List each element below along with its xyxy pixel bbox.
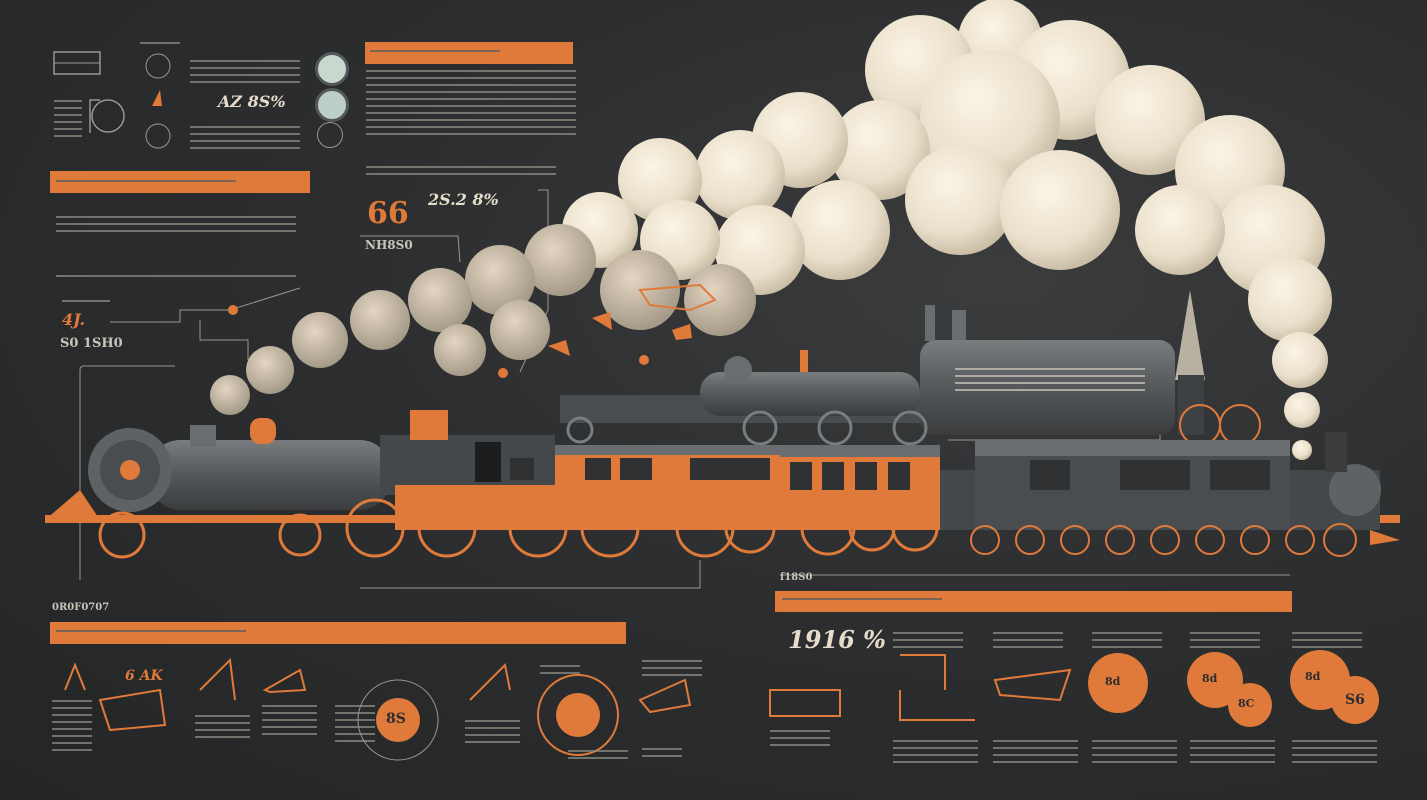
bottom-left-caption: 0R0F0707 <box>52 602 110 613</box>
top-left-icons <box>53 51 171 149</box>
body-text-block <box>366 70 576 140</box>
top-left-number: AZ 8S% <box>218 92 286 111</box>
gauge-icon <box>315 88 349 122</box>
right-header: f18S0 <box>780 572 813 583</box>
floating-orange-icons <box>228 283 717 378</box>
gauge-icon <box>317 122 343 148</box>
header-bar <box>50 171 310 193</box>
rear-locomotive <box>560 305 1261 446</box>
circle-label-c: S6 <box>1345 692 1365 708</box>
left-mid-number: 4J. <box>62 310 86 329</box>
section-title-bar <box>365 42 573 64</box>
circle-label-e: 8C <box>1238 697 1255 710</box>
center-big-number: 66 <box>367 196 409 231</box>
gauge-icon <box>315 52 349 86</box>
right-caption-1 <box>893 632 963 653</box>
center-percent: 2S.2 8% <box>428 190 499 209</box>
top-left-panel: AZ 8S% <box>50 38 310 168</box>
bottom-right-bar <box>775 591 1292 612</box>
steam-locomotive-icon <box>45 410 1400 559</box>
gauge-label: 8S <box>386 711 406 727</box>
steam-cloud-icon <box>210 0 1332 460</box>
bottom-caption-1 <box>52 700 92 756</box>
tender-text <box>955 368 1145 396</box>
circle-label-a: 8d <box>1105 675 1121 688</box>
left-body-text <box>56 216 296 237</box>
bottom-left-bar <box>50 622 626 644</box>
left-mid-caption: S0 1SH0 <box>60 336 123 351</box>
circle-label-b: 8d <box>1202 672 1218 685</box>
circle-label-d: 8d <box>1305 670 1321 683</box>
bottom-left-number: 6 AK <box>125 668 163 684</box>
center-caption: NH8S0 <box>365 238 413 252</box>
right-year: 1916 % <box>788 625 886 654</box>
